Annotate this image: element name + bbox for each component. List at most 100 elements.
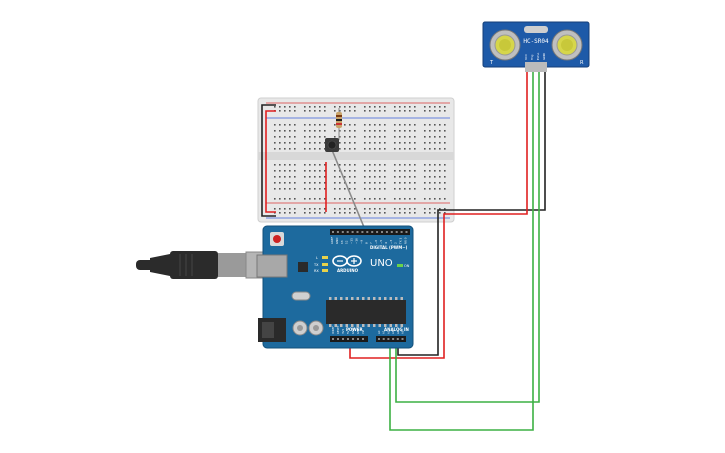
- wire-red-sensor-vcc[interactable]: [349, 72, 528, 359]
- sensor-pin-gnd: GND: [542, 52, 546, 60]
- breadboard-hole: [334, 188, 336, 190]
- led-on: [397, 264, 403, 267]
- wire-black-sensor-gnd[interactable]: [397, 72, 546, 356]
- breadboard-hole: [399, 136, 401, 138]
- breadboard-hole: [314, 182, 316, 184]
- breadboard-hole: [344, 136, 346, 138]
- breadboard-hole: [294, 148, 296, 150]
- breadboard-hole: [304, 124, 306, 126]
- breadboard-hole: [399, 110, 401, 112]
- breadboard-hole: [394, 124, 396, 126]
- breadboard-hole: [349, 198, 351, 200]
- chip-pins: [329, 297, 403, 327]
- breadboard-hole: [414, 124, 416, 126]
- breadboard-hole: [284, 182, 286, 184]
- breadboard-hole: [384, 130, 386, 132]
- breadboard-hole: [314, 176, 316, 178]
- breadboard-hole: [349, 142, 351, 144]
- breadboard-hole: [444, 170, 446, 172]
- breadboard-hole: [424, 170, 426, 172]
- breadboard-hole: [399, 170, 401, 172]
- wire-red-left-rail[interactable]: [265, 110, 276, 213]
- breadboard-hole: [409, 208, 411, 210]
- breadboard-hole: [319, 198, 321, 200]
- breadboard-hole: [349, 136, 351, 138]
- breadboard-hole: [349, 176, 351, 178]
- breadboard-hole: [339, 110, 341, 112]
- breadboard-hole: [284, 142, 286, 144]
- breadboard-hole: [339, 164, 341, 166]
- breadboard-hole: [374, 212, 376, 214]
- resistor[interactable]: [336, 108, 342, 140]
- digital-pin-label: ~6: [374, 240, 378, 244]
- push-button[interactable]: [325, 138, 339, 152]
- breadboard-hole: [324, 182, 326, 184]
- breadboard-hole: [289, 124, 291, 126]
- breadboard-hole: [369, 208, 371, 210]
- breadboard-hole: [444, 124, 446, 126]
- breadboard-hole: [314, 148, 316, 150]
- analog-header[interactable]: [376, 336, 406, 342]
- breadboard-hole: [279, 130, 281, 132]
- breadboard-hole: [429, 136, 431, 138]
- breadboard-hole: [274, 106, 276, 108]
- breadboard-hole: [314, 170, 316, 172]
- breadboard-hole: [314, 106, 316, 108]
- ultrasonic-sensor[interactable]: HC-SR04 T R VCC Trig Echo GND: [482, 21, 590, 72]
- breadboard-hole: [374, 130, 376, 132]
- breadboard-hole: [404, 164, 406, 166]
- breadboard-hole: [294, 176, 296, 178]
- breadboard-hole: [364, 142, 366, 144]
- breadboard-hole: [284, 110, 286, 112]
- breadboard-hole: [394, 182, 396, 184]
- breadboard-hole: [304, 106, 306, 108]
- breadboard-hole: [284, 188, 286, 190]
- breadboard-hole: [304, 208, 306, 210]
- breadboard-hole: [409, 182, 411, 184]
- breadboard-hole: [284, 170, 286, 172]
- breadboard-hole: [294, 130, 296, 132]
- breadboard-hole: [434, 212, 436, 214]
- breadboard-hole: [414, 182, 416, 184]
- breadboard-hole: [424, 176, 426, 178]
- wire-green-echo[interactable]: [395, 72, 540, 403]
- led-on-label: ON: [404, 264, 410, 268]
- breadboard-hole: [334, 182, 336, 184]
- breadboard-hole: [364, 136, 366, 138]
- breadboard-hole: [349, 148, 351, 150]
- breadboard-hole: [314, 142, 316, 144]
- breadboard-hole: [439, 212, 441, 214]
- breadboard-hole: [404, 142, 406, 144]
- breadboard-hole: [404, 188, 406, 190]
- breadboard-hole: [314, 130, 316, 132]
- sensor-corner-left: T: [489, 60, 494, 66]
- breadboard-hole: [334, 164, 336, 166]
- breadboard-hole: [414, 212, 416, 214]
- breadboard-hole: [344, 106, 346, 108]
- breadboard-hole: [294, 106, 296, 108]
- digital-header[interactable]: [330, 229, 410, 235]
- breadboard-hole: [434, 148, 436, 150]
- breadboard-hole: [399, 198, 401, 200]
- wire-gray-button-to-pin[interactable]: [331, 149, 367, 233]
- breadboard-hole: [429, 130, 431, 132]
- breadboard-hole: [304, 188, 306, 190]
- breadboard-hole: [444, 164, 446, 166]
- breadboard-hole: [279, 198, 281, 200]
- breadboard-hole: [374, 176, 376, 178]
- breadboard-hole: [404, 106, 406, 108]
- breadboard-hole: [444, 142, 446, 144]
- breadboard-hole: [384, 164, 386, 166]
- breadboard-hole: [379, 188, 381, 190]
- wire-green-trig[interactable]: [389, 72, 534, 431]
- breadboard-hole: [284, 136, 286, 138]
- breadboard-hole: [409, 142, 411, 144]
- breadboard-hole: [429, 110, 431, 112]
- breadboard-hole: [409, 106, 411, 108]
- breadboard-hole: [444, 148, 446, 150]
- breadboard[interactable]: [257, 97, 455, 223]
- sensor-corner-right: R: [580, 60, 584, 66]
- wire-black-left-rail[interactable]: [261, 104, 276, 217]
